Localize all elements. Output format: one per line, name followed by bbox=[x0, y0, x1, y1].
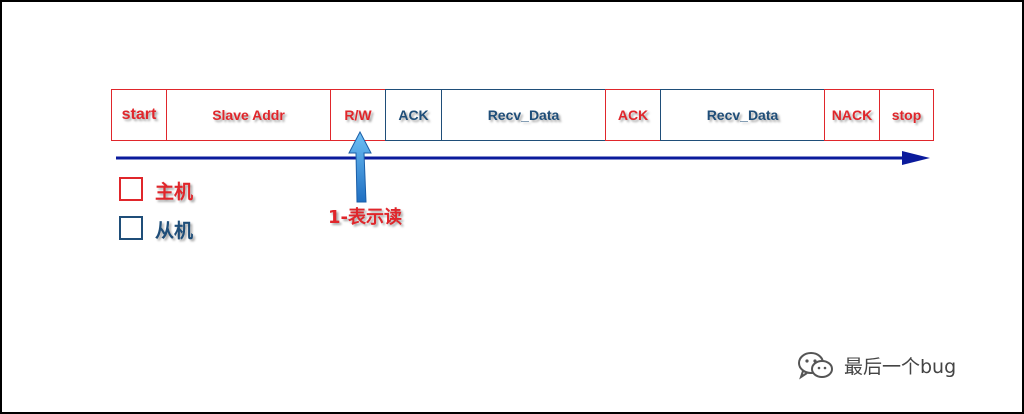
frame-nack-label: NACK bbox=[831, 107, 873, 123]
frame-recv-data-2-label: Recv_Data bbox=[706, 107, 779, 123]
frame-stop: stop bbox=[879, 89, 934, 141]
frame-ack-1-label: ACK bbox=[398, 107, 429, 123]
legend-master-swatch bbox=[119, 177, 143, 201]
legend-slave-label: 从机 bbox=[155, 220, 194, 242]
legend-master-label: 主机 bbox=[155, 181, 194, 203]
frame-rw-label: R/W bbox=[344, 107, 372, 123]
wechat-icon bbox=[798, 352, 833, 380]
frame-ack-2-label: ACK bbox=[617, 107, 649, 123]
rw-callout-arrow bbox=[348, 130, 372, 203]
frame-nack: NACK bbox=[824, 89, 880, 141]
frame-recv-data-1: Recv_Data bbox=[441, 89, 606, 141]
watermark: 最后一个bug bbox=[796, 350, 956, 380]
timeline-arrow bbox=[116, 151, 930, 165]
legend-slave-swatch bbox=[119, 216, 143, 240]
frame-recv-data-1-label: Recv_Data bbox=[487, 107, 560, 123]
frame-slave-addr: Slave Addr bbox=[166, 89, 331, 141]
frame-slave-addr-label: Slave Addr bbox=[212, 107, 285, 123]
watermark-text: 最后一个bug bbox=[844, 355, 957, 378]
rw-annotation: 1-表示读 bbox=[328, 207, 402, 228]
frame-start-label: start bbox=[121, 106, 157, 123]
frame-start: start bbox=[111, 89, 167, 141]
frame-stop-label: stop bbox=[891, 107, 922, 123]
